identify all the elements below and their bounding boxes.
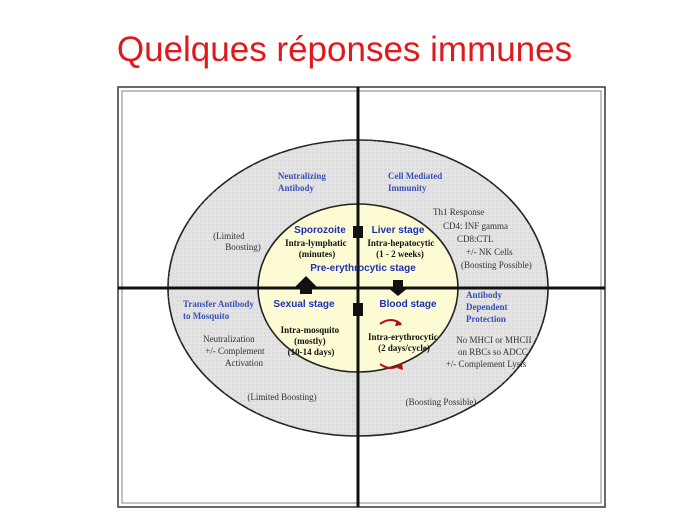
arrow-liver-to-blood xyxy=(387,280,409,296)
sexual-stage-label: Sexual stage xyxy=(273,299,335,310)
limited-boosting-footer: (Limited Boosting) xyxy=(247,392,316,402)
transfer-antibody-notes: Neutralization +/- Complement Activation xyxy=(203,334,267,368)
neutralizing-antibody-heading: Neutralizing Antibody xyxy=(278,171,328,193)
antibody-dependent-protection-heading: Antibody Dependent Protection xyxy=(466,290,510,324)
cell-mediated-immunity-notes: Th1 Response CD4: INF gamma CD8:CTL +/- … xyxy=(433,207,532,270)
liver-stage-details: Intra-hepatocytic (1 - 2 weeks) xyxy=(367,238,436,259)
cell-mediated-immunity-heading: Cell Mediated Immunity xyxy=(388,171,445,193)
blood-cycle-arrowhead-top xyxy=(395,320,402,326)
blood-cycle-arrowhead-bottom xyxy=(397,363,403,370)
blood-stage-details: Intra-erythrocytic (2 days/cycle) xyxy=(368,332,440,353)
blood-stage-label: Blood stage xyxy=(379,299,437,310)
boosting-possible-footer: (Boosting Possible) xyxy=(406,397,477,407)
transfer-antibody-heading: Transfer Antibody to Mosquito xyxy=(183,299,256,321)
arrow-sexual-to-sporozoite xyxy=(295,276,317,294)
blood-cycle-arrow-bottom xyxy=(379,363,402,369)
arrow-sporozoite-to-liver xyxy=(353,226,363,238)
sexual-stage-details: Intra-mosquito (mostly) (10-14 days) xyxy=(281,325,342,357)
sporozoite-label: Sporozoite xyxy=(294,225,346,236)
diagram-inner-frame xyxy=(121,90,602,504)
neutralizing-antibody-notes: (Limited Boosting) xyxy=(213,231,261,252)
sporozoite-details: Intra-lymphatic (minutes) xyxy=(285,238,349,259)
arrow-blood-to-sexual xyxy=(353,303,363,316)
liver-stage-label: Liver stage xyxy=(372,225,425,236)
antibody-dependent-protection-notes: No MHCI or MHCII on RBCs so ADCC +/- Com… xyxy=(446,335,534,369)
pre-erythrocytic-stage-label: Pre-erythrocytic stage xyxy=(310,263,416,274)
slide-title: Quelques réponses immunes xyxy=(116,30,573,69)
